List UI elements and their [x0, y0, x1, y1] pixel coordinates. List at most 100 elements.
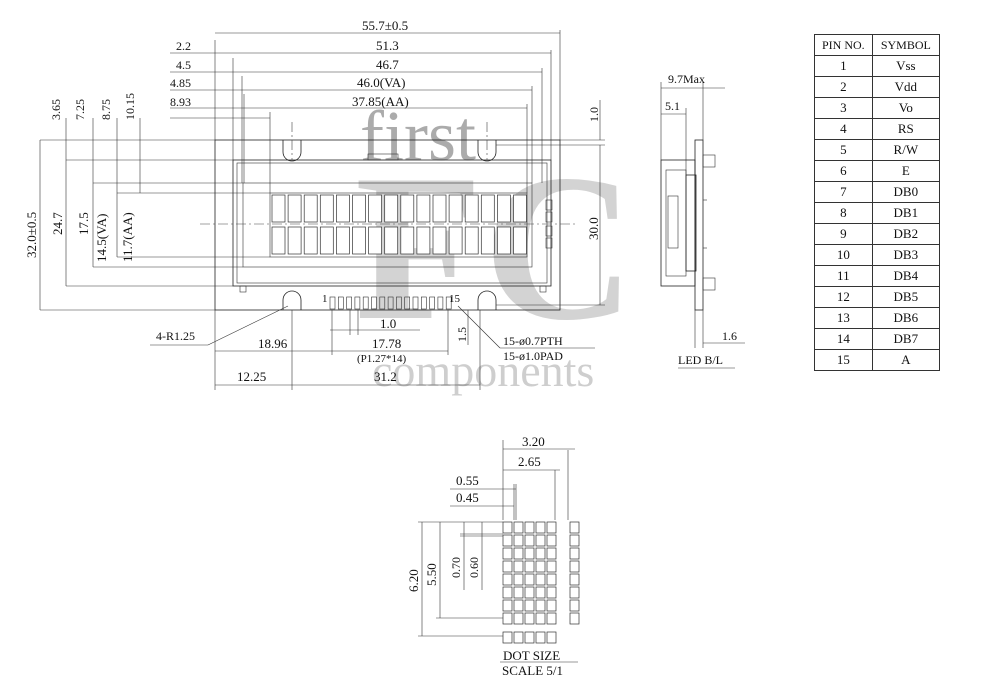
viewing-area: [242, 182, 533, 268]
dot: [524, 599, 535, 612]
pin-symbol-cell: R/W: [871, 139, 941, 161]
dim-pad-offset: 1.5: [455, 327, 469, 342]
dot: [546, 521, 557, 534]
dot: [535, 599, 546, 612]
pin-number-cell: 11: [814, 265, 873, 287]
dim-dot-pitch-x: 0.55: [456, 473, 479, 488]
character-cell: [287, 194, 302, 223]
pin-number-cell: 13: [814, 307, 873, 329]
active-area: [269, 192, 528, 258]
pcb-outline: [214, 139, 561, 311]
side-pcb: [694, 139, 704, 311]
pin-symbol-cell: DB0: [871, 181, 941, 203]
watermark-first: first: [360, 96, 476, 176]
pin-number-cell: 2: [814, 76, 873, 98]
caption-scale: SCALE 5/1: [502, 663, 563, 678]
pin-1-label: 1: [322, 293, 328, 305]
character-cell: [497, 226, 511, 255]
character-cell: [384, 226, 399, 255]
dim-height-va: 14.5(VA): [94, 213, 109, 262]
pin-pad: [437, 296, 444, 310]
mount-hole-bottom-right: [477, 290, 497, 310]
character-cell: [336, 194, 350, 223]
dim-offset-4-5: 4.5: [176, 58, 191, 72]
dim-height-30: 30.0: [586, 217, 601, 240]
character-cell: [480, 226, 495, 255]
pin-number-cell: 9: [814, 223, 873, 245]
dot: [502, 521, 513, 534]
dot: [569, 599, 580, 612]
pin-number-cell: 15: [814, 349, 873, 371]
pin-number-cell: 3: [814, 97, 873, 119]
dim-10-15: 10.15: [123, 93, 137, 120]
note-pad: 15-ø1.0PAD: [503, 349, 563, 363]
pin-symbol-cell: E: [871, 160, 941, 182]
dot: [535, 573, 546, 586]
dot: [569, 547, 580, 560]
mount-hole-top-right: [477, 140, 497, 162]
dot: [535, 521, 546, 534]
dot: [513, 586, 524, 599]
pin-number-cell: 14: [814, 328, 873, 350]
dim-overall-width: 55.7±0.5: [362, 18, 408, 33]
dot: [502, 534, 513, 547]
dim-31-2: 31.2: [374, 369, 397, 384]
watermark-components: components: [372, 345, 594, 396]
pin-symbol-cell: Vdd: [871, 76, 941, 98]
pin-number-cell: 8: [814, 202, 873, 224]
character-cell: [400, 194, 415, 223]
dim-width-51-3: 51.3: [376, 38, 399, 53]
dim-dot-w-total: 3.20: [522, 434, 545, 449]
bottom-dimensions: 1.0 18.96 17.78 (P1.27*14) 12.25 31.2 4-…: [150, 305, 595, 390]
dot: [546, 612, 557, 625]
pin-table-header-symbol: SYMBOL: [871, 34, 941, 56]
dim-pin-span: 17.78: [372, 336, 401, 351]
character-cells: [271, 194, 527, 255]
character-cell: [416, 194, 431, 223]
caption-dot-size: DOT SIZE: [503, 648, 560, 663]
dim-offset-2-2: 2.2: [176, 39, 191, 53]
dot: [535, 612, 546, 625]
dot: [502, 599, 513, 612]
dim-8-75: 8.75: [99, 99, 113, 120]
dim-height-aa: 11.7(AA): [120, 212, 135, 262]
dim-top-1-0: 1.0: [587, 107, 601, 122]
pin-pad: [379, 296, 386, 310]
character-cell: [400, 226, 415, 255]
dot: [535, 560, 546, 573]
pin-header: [329, 296, 452, 310]
pin-number-cell: 4: [814, 118, 873, 140]
pin-number-cell: 7: [814, 181, 873, 203]
dot: [546, 586, 557, 599]
dot: [546, 599, 557, 612]
pin-pad: [362, 296, 369, 310]
mount-hole-top-left: [282, 140, 302, 162]
dot: [535, 586, 546, 599]
dot: [535, 534, 546, 547]
pin-symbol-cell: Vo: [871, 97, 941, 119]
dot: [524, 521, 535, 534]
dim-dot-h-total: 6.20: [406, 569, 421, 592]
character-cell: [513, 194, 527, 223]
dot: [502, 631, 513, 644]
character-cell: [513, 226, 527, 255]
pin-number-cell: 5: [814, 139, 873, 161]
pin-pad: [396, 296, 402, 310]
character-cell: [271, 194, 286, 223]
pin-symbol-cell: DB5: [871, 286, 941, 308]
dot: [524, 573, 535, 586]
dim-width-va: 46.0(VA): [357, 75, 406, 90]
dot: [502, 573, 513, 586]
dim-pin-1-0: 1.0: [380, 316, 396, 331]
dim-7-25: 7.25: [73, 99, 87, 120]
character-cell: [432, 226, 447, 255]
dot: [502, 586, 513, 599]
